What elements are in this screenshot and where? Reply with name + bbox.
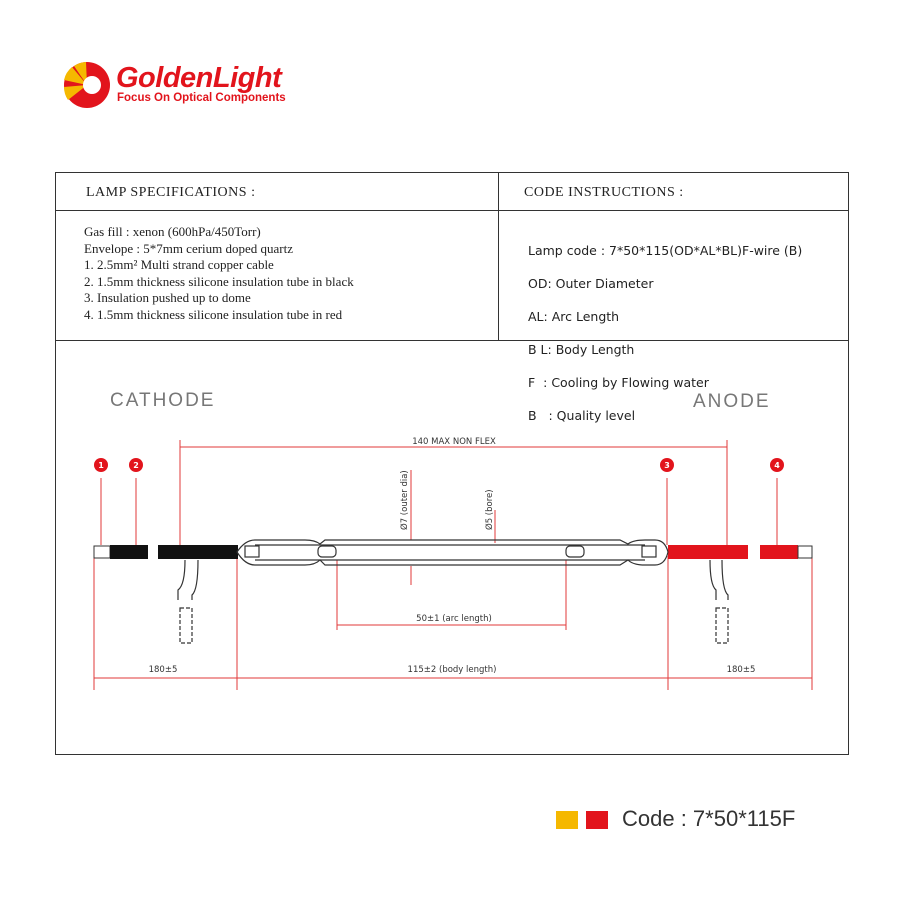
- cathode-bent-lead: [177, 559, 199, 600]
- quartz-envelope: [236, 539, 669, 566]
- spec-line: 4. 1.5mm thickness silicone insulation t…: [84, 306, 343, 322]
- product-code: Code : 7*50*115F: [556, 806, 795, 832]
- code-line: B L: Body Length: [528, 341, 635, 357]
- code-label: Code : 7*50*115F: [622, 806, 796, 831]
- body-length-label: 115±2 (body length): [408, 665, 497, 675]
- column-divider: [498, 172, 499, 340]
- spec-line: Gas fill : xenon (600hPa/450Torr): [84, 224, 261, 239]
- red-swatch: [586, 811, 608, 830]
- marker-2-num: 2: [133, 461, 139, 470]
- anode-bent-lead: [709, 559, 729, 600]
- marker-4: [770, 458, 784, 472]
- cathode-label: CATHODE: [110, 390, 216, 411]
- spec-sheet: [55, 172, 849, 755]
- yellow-swatch: [556, 811, 578, 830]
- marker-1: [94, 458, 108, 472]
- spec-line: 3. Insulation pushed up to dome: [84, 290, 251, 305]
- lamp-drawing: 1 2 3 4 140 MAX NON FLEX Ø7 (outer dia) …: [93, 437, 813, 690]
- spec-line: Envelope : 5*7mm cerium doped quartz: [84, 240, 294, 256]
- marker-3: [660, 458, 674, 472]
- code-instructions-title: CODE INSTRUCTIONS :: [524, 185, 684, 200]
- header-divider: [55, 210, 849, 211]
- code-line: AL: Arc Length: [528, 308, 620, 324]
- black-insulation: [110, 545, 148, 559]
- copper-core-right: [797, 545, 813, 559]
- logo-brand: GoldenLight: [116, 62, 282, 94]
- outer-dia-label: Ø7 (outer dia): [399, 470, 410, 530]
- bore-label: Ø5 (bore): [484, 489, 495, 530]
- code-line: B : Quality level: [528, 407, 636, 423]
- copper-core-left: [93, 545, 111, 559]
- red-insulation: [668, 545, 748, 559]
- anode-electrode: [641, 545, 657, 558]
- max-non-flex-label: 140 MAX NON FLEX: [412, 437, 496, 447]
- cathode-lead-end: [179, 607, 193, 644]
- lead-left-label: 180±5: [149, 665, 178, 675]
- spec-list: Gas fill : xenon (600hPa/450Torr) Envelo…: [84, 224, 354, 323]
- marker-3-num: 3: [664, 461, 670, 470]
- logo-tagline: Focus On Optical Components: [117, 92, 286, 104]
- black-insulation: [158, 545, 238, 559]
- code-line: Lamp code : 7*50*115(OD*AL*BL)F-wire (B): [528, 242, 803, 258]
- marker-1-num: 1: [98, 461, 104, 470]
- anode-label: ANODE: [693, 391, 771, 412]
- code-line: F : Cooling by Flowing water: [528, 374, 709, 390]
- anode-tip: [565, 545, 585, 558]
- section-divider: [55, 340, 849, 341]
- arc-length-label: 50±1 (arc length): [416, 614, 492, 624]
- lead-right-label: 180±5: [727, 665, 756, 675]
- code-line: OD: Outer Diameter: [528, 275, 654, 291]
- red-insulation: [760, 545, 798, 559]
- spec-line: 2. 1.5mm thickness silicone insulation t…: [84, 273, 354, 289]
- code-list: Lamp code : 7*50*115(OD*AL*BL)F-wire (B)…: [528, 226, 802, 441]
- marker-2: [129, 458, 143, 472]
- lamp-specs-title: LAMP SPECIFICATIONS :: [86, 185, 256, 200]
- cathode-tip: [317, 545, 337, 558]
- spec-line: 1. 2.5mm² Multi strand copper cable: [84, 257, 274, 272]
- cathode-electrode: [244, 545, 260, 558]
- anode-lead-end: [715, 607, 729, 644]
- marker-4-num: 4: [774, 461, 780, 470]
- logo-icon: [63, 62, 110, 108]
